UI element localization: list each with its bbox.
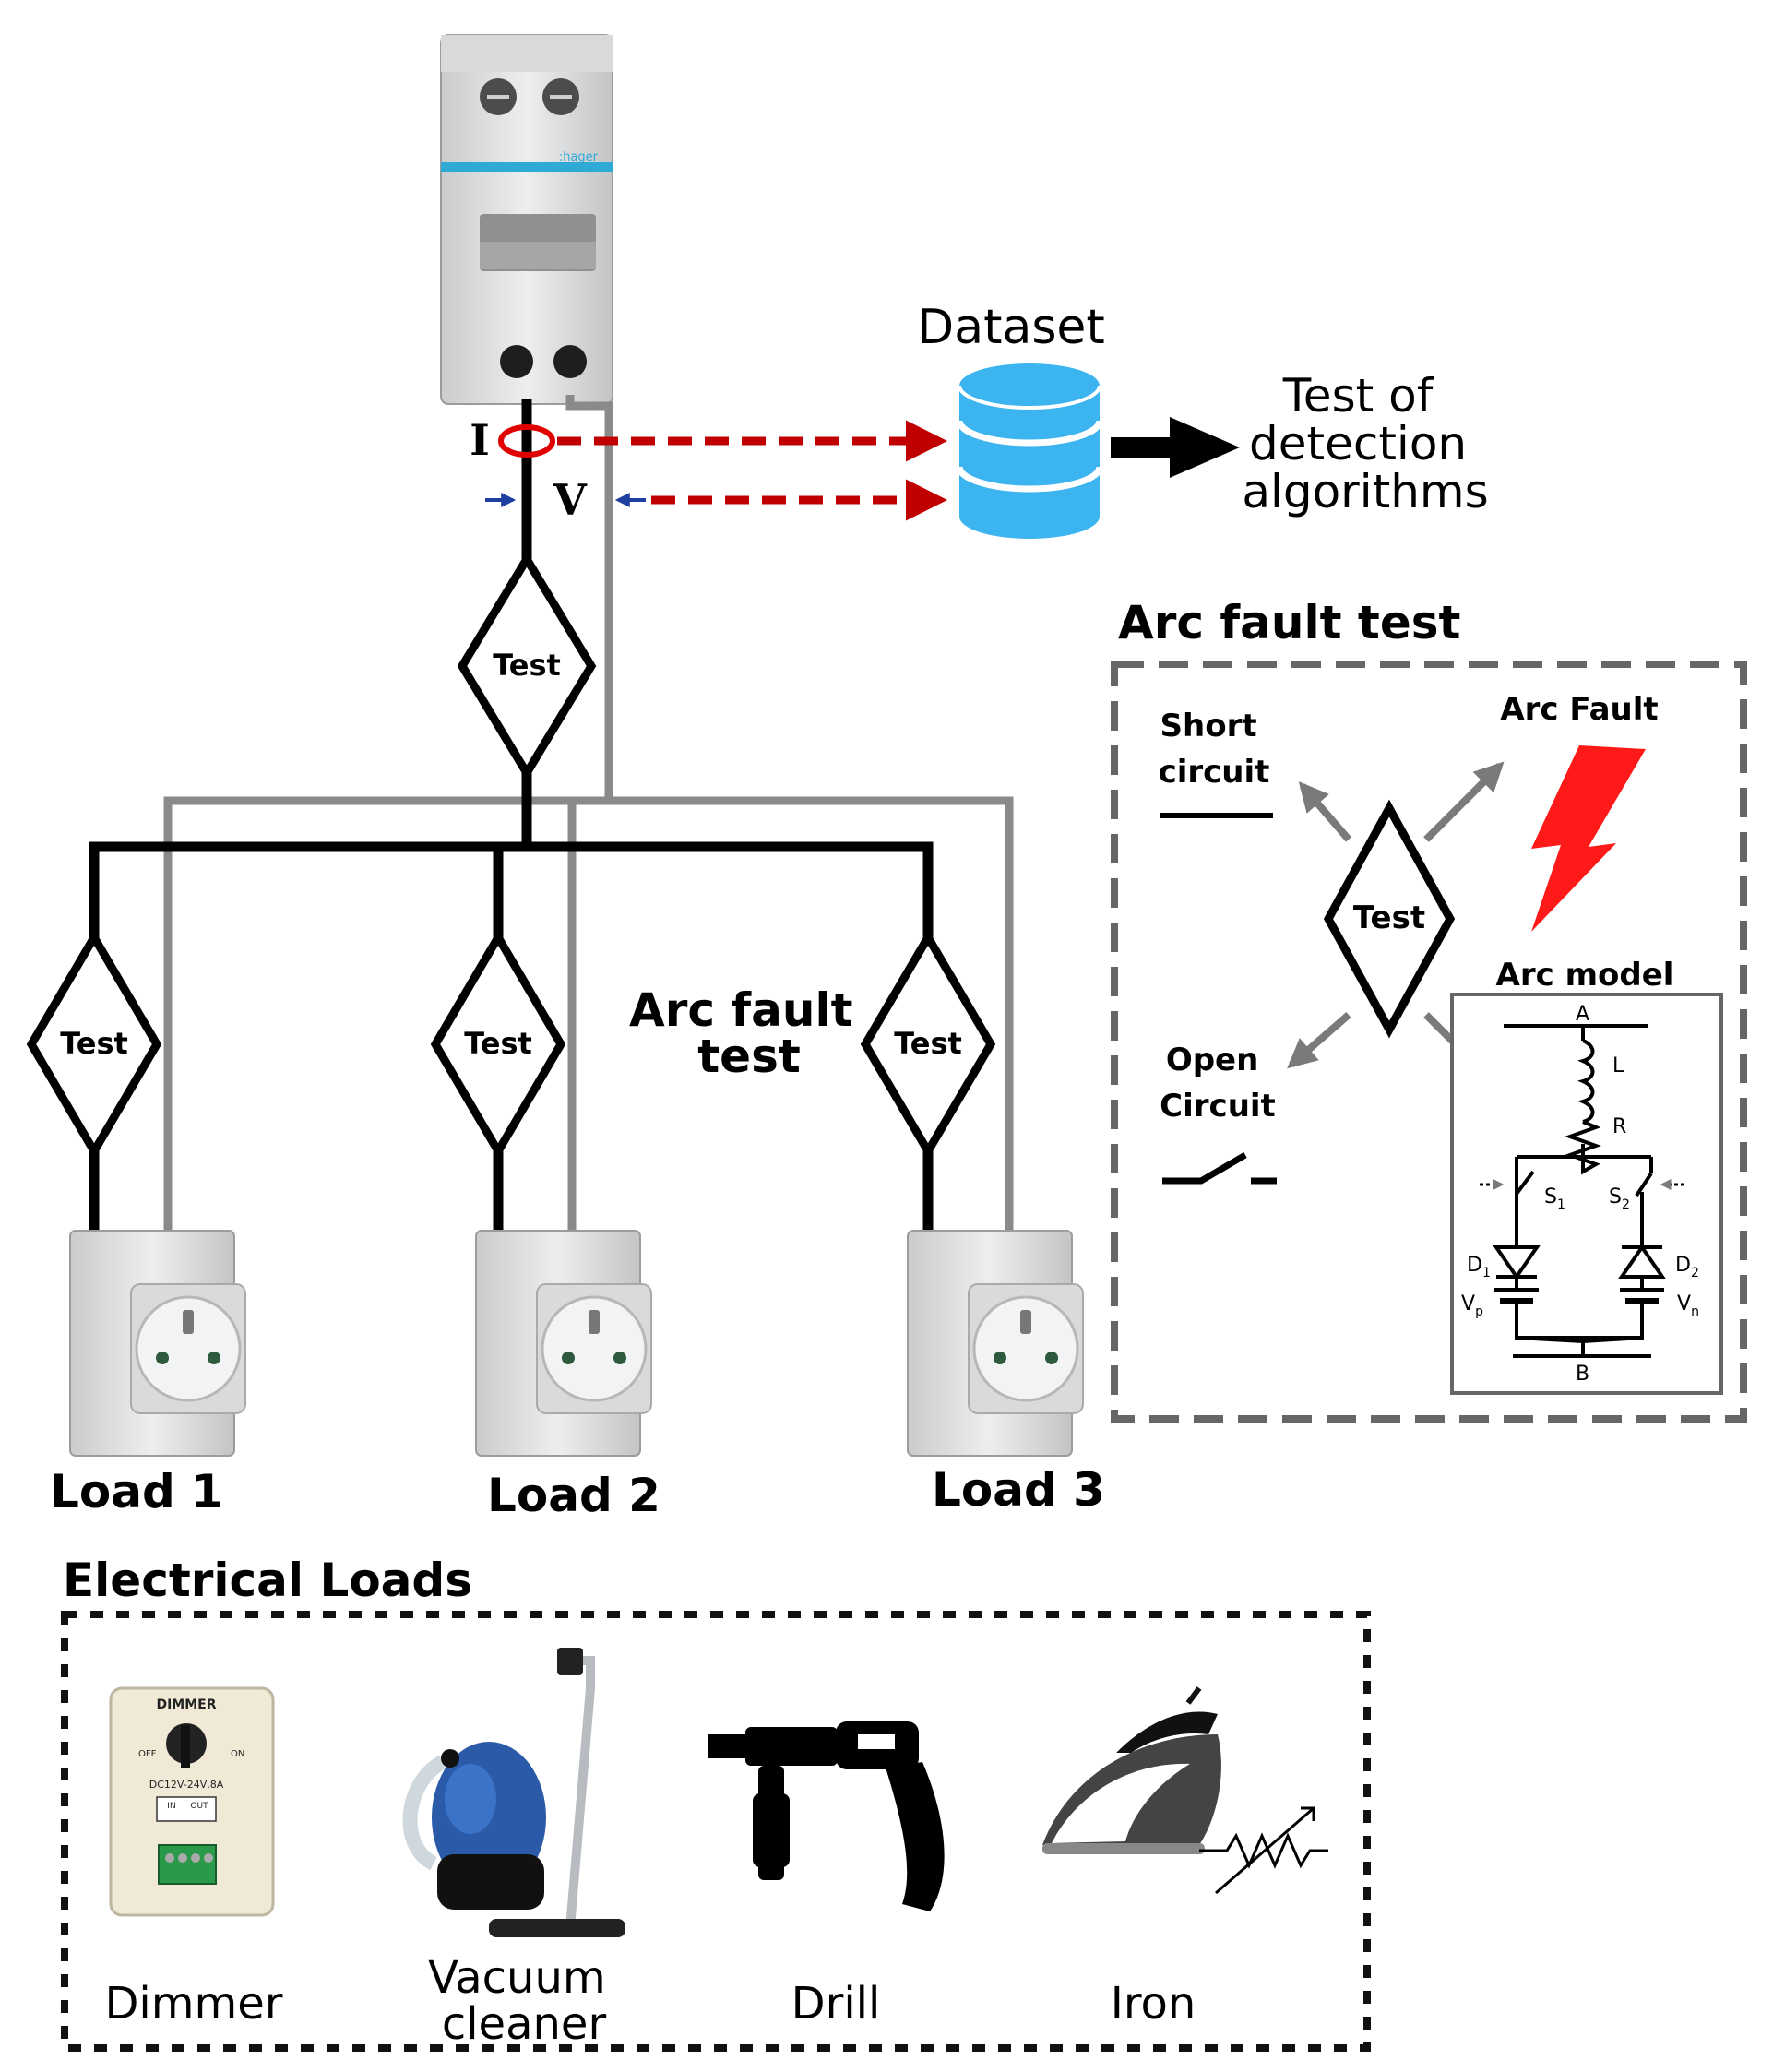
voltage-label: V bbox=[553, 475, 588, 525]
vp-sub: p bbox=[1475, 1304, 1483, 1319]
output-line-3: algorithms bbox=[1242, 465, 1488, 518]
dimmer-in-text: IN bbox=[167, 1802, 175, 1811]
s1-label: S1 bbox=[1544, 1185, 1565, 1212]
test-of-algorithms-label: Test of detection algorithms bbox=[1242, 369, 1488, 518]
arc-model-schematic bbox=[1493, 1024, 1666, 1358]
drill-label: Drill bbox=[791, 1978, 881, 2030]
lightning-bolt-icon bbox=[1531, 745, 1646, 932]
arc-panel-test-block: Test bbox=[1323, 799, 1456, 1039]
test-block-main: Test bbox=[457, 551, 597, 781]
output-line-2: detection bbox=[1249, 417, 1467, 470]
d2-sub: 2 bbox=[1691, 1266, 1699, 1280]
vn-sub: n bbox=[1691, 1304, 1699, 1319]
vacuum-cleaner-label: Vacuum cleaner bbox=[428, 1952, 620, 2050]
arc-model-title: Arc model bbox=[1496, 957, 1674, 994]
test-label: Test bbox=[493, 648, 561, 683]
circuit-breaker: :hager bbox=[440, 34, 613, 405]
short-circuit-line-2: circuit bbox=[1159, 754, 1270, 791]
dimmer-off-text: OFF bbox=[138, 1749, 157, 1759]
arc-model-frame bbox=[1450, 993, 1723, 1395]
short-circuit-line-1: Short bbox=[1160, 708, 1257, 744]
current-label: I bbox=[470, 415, 490, 465]
dimmer-label: Dimmer bbox=[104, 1978, 282, 2030]
vacuum-label-line-2: cleaner bbox=[442, 1998, 607, 2050]
dimmer-out-text: OUT bbox=[190, 1802, 208, 1811]
open-circuit-label: Open Circuit bbox=[1160, 1042, 1276, 1125]
resistor-label: R bbox=[1612, 1115, 1626, 1138]
electrical-loads-title: Electrical Loads bbox=[63, 1554, 472, 1607]
open-circuit-line-1: Open bbox=[1166, 1042, 1259, 1078]
breaker-brand-stripe bbox=[441, 162, 613, 172]
iron-icon bbox=[1042, 1686, 1221, 1854]
wiring bbox=[89, 395, 1014, 1234]
socket-load-2 bbox=[475, 1230, 652, 1457]
test-block-load-1: Test bbox=[26, 929, 162, 1160]
breaker-screw-bottom-left bbox=[500, 345, 533, 378]
inductor-label: L bbox=[1612, 1054, 1624, 1078]
node-b-label: B bbox=[1576, 1363, 1589, 1386]
iron-label: Iron bbox=[1111, 1978, 1196, 2030]
vacuum-cleaner-icon bbox=[402, 1648, 625, 1937]
arc-panel-title: Arc fault test bbox=[1118, 596, 1460, 649]
d1-main: D bbox=[1467, 1254, 1482, 1277]
d2-main: D bbox=[1675, 1254, 1691, 1277]
test-block-load-3: Test bbox=[860, 929, 996, 1160]
vp-main: V bbox=[1461, 1292, 1475, 1316]
open-circuit-line-2: Circuit bbox=[1160, 1088, 1276, 1125]
middle-label-line-1: Arc fault bbox=[629, 983, 853, 1037]
test-label: Test bbox=[1353, 899, 1425, 936]
socket-load-1 bbox=[69, 1230, 246, 1457]
s2-label: S2 bbox=[1609, 1185, 1630, 1212]
vacuum-label-line-1: Vacuum bbox=[428, 1952, 606, 2004]
vn-main: V bbox=[1677, 1292, 1691, 1316]
node-a-label: A bbox=[1576, 1003, 1589, 1026]
s2-main: S bbox=[1609, 1185, 1622, 1209]
dataset-database-icon: Dataset bbox=[917, 300, 1105, 539]
dataset-output-arrow bbox=[1111, 417, 1240, 478]
s1-main: S bbox=[1544, 1185, 1557, 1209]
test-label: Test bbox=[60, 1026, 128, 1061]
arc-model-labels: A L R S1 S2 D1 D2 Vp Vn B bbox=[1461, 1003, 1699, 1386]
output-line-1: Test of bbox=[1282, 369, 1434, 423]
short-circuit-label: Short circuit bbox=[1159, 708, 1270, 791]
electrical-loads-frame bbox=[61, 1611, 1371, 2052]
dataset-label: Dataset bbox=[917, 300, 1105, 355]
dimmer-rating-text: DC12V-24V,8A bbox=[149, 1779, 224, 1791]
voltage-probe: V bbox=[485, 475, 646, 525]
vn-label: Vn bbox=[1677, 1292, 1699, 1319]
open-circuit-switch-symbol bbox=[1162, 1151, 1247, 1185]
s1-sub: 1 bbox=[1557, 1197, 1565, 1212]
dimmer-brand-text: DIMMER bbox=[156, 1697, 216, 1712]
socket-load-3 bbox=[907, 1230, 1084, 1457]
current-sensor: I bbox=[470, 415, 555, 465]
variable-resistor-symbol bbox=[1199, 1806, 1328, 1895]
dimmer-device-icon: DIMMER OFF ON DC12V-24V,8A IN OUT bbox=[109, 1686, 275, 1917]
drill-icon bbox=[708, 1721, 945, 1911]
breaker-brand-label: :hager bbox=[559, 150, 599, 164]
dimmer-on-text: ON bbox=[231, 1749, 244, 1759]
d1-sub: 1 bbox=[1482, 1266, 1491, 1280]
d2-label: D2 bbox=[1675, 1254, 1699, 1280]
vp-label: Vp bbox=[1461, 1292, 1483, 1319]
test-label: Test bbox=[464, 1026, 532, 1061]
middle-label-line-2: test bbox=[697, 1030, 800, 1083]
middle-arc-fault-label: Arc fault test bbox=[629, 983, 869, 1083]
load-1-label: Load 1 bbox=[50, 1465, 223, 1518]
s2-sub: 2 bbox=[1622, 1197, 1630, 1212]
test-block-load-2: Test bbox=[430, 929, 566, 1160]
signal-arrows bbox=[557, 420, 947, 521]
load-2-label: Load 2 bbox=[487, 1469, 660, 1522]
d1-label: D1 bbox=[1467, 1254, 1491, 1280]
load-3-label: Load 3 bbox=[932, 1463, 1105, 1517]
test-label: Test bbox=[894, 1026, 962, 1061]
arc-fault-label: Arc Fault bbox=[1500, 691, 1658, 728]
arc-panel-frame bbox=[1111, 661, 1747, 1423]
breaker-screw-bottom-right bbox=[553, 345, 587, 378]
